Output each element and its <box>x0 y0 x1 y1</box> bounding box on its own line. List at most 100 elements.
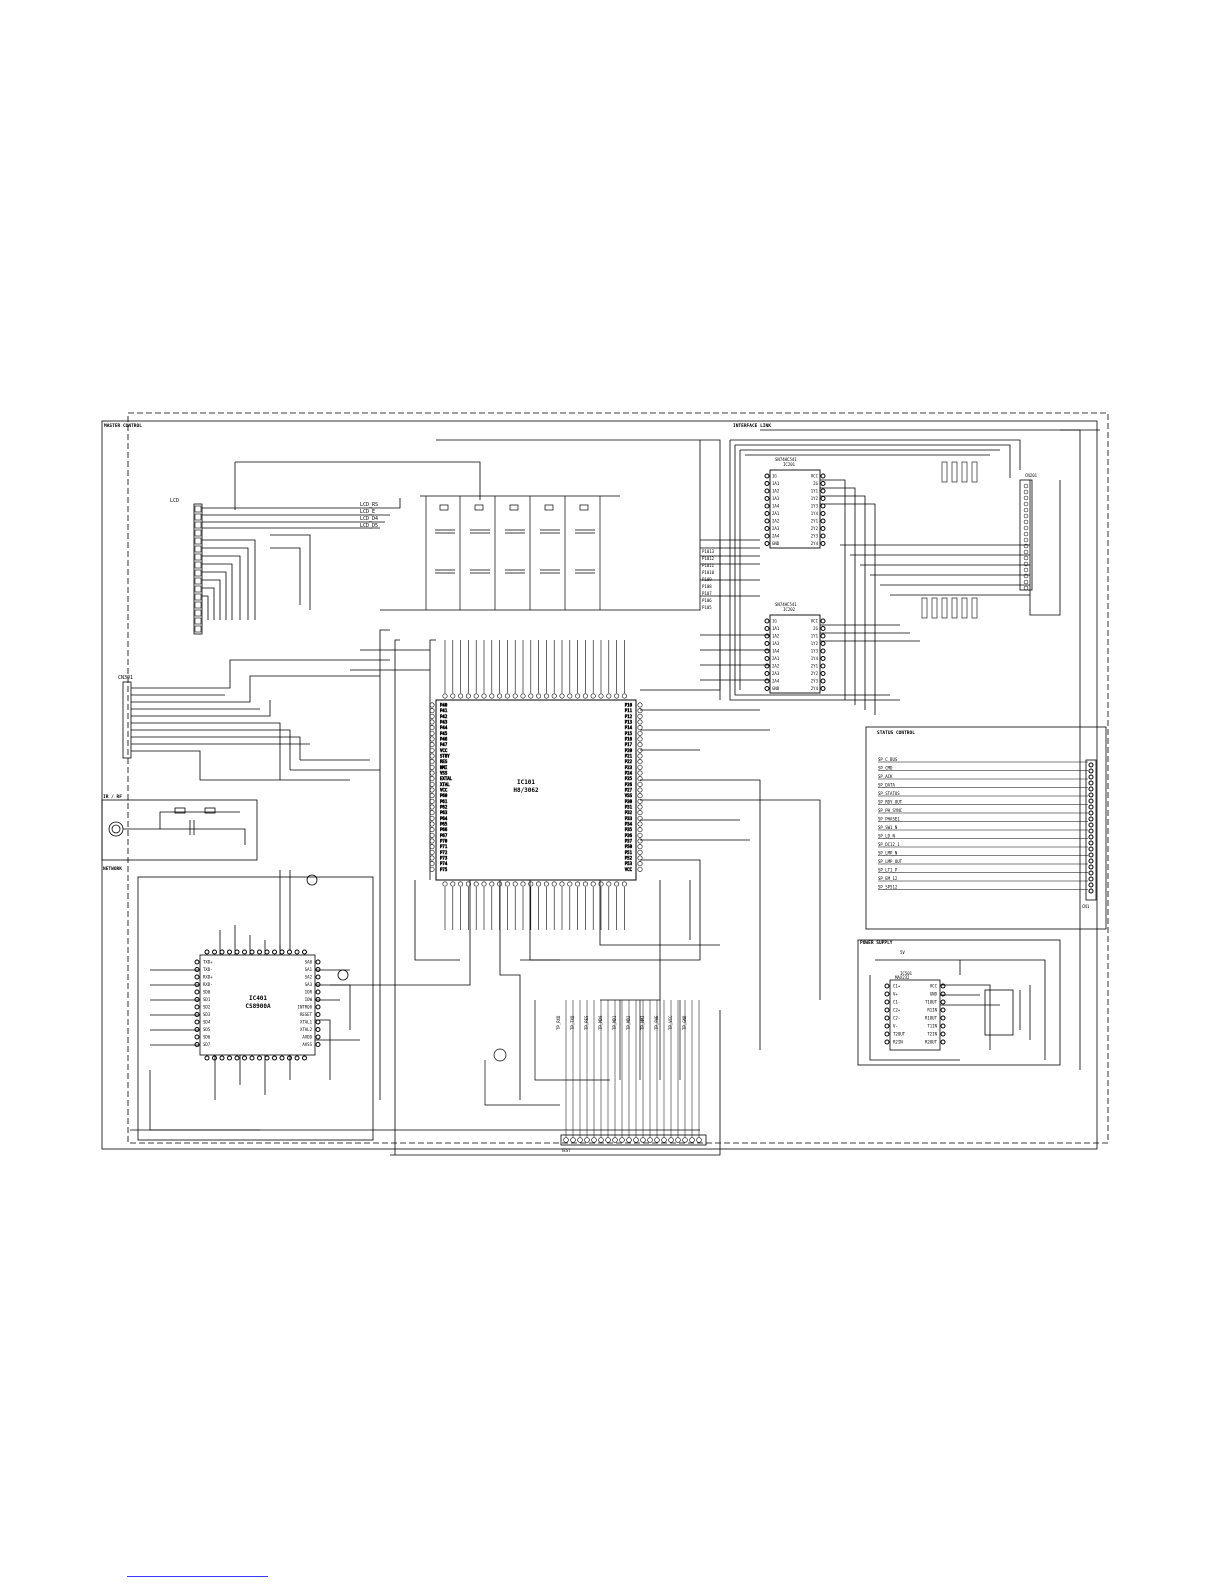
net-ic-pin <box>194 1027 200 1032</box>
mcu-pin-bottom <box>551 881 557 887</box>
cn1-pin <box>1088 786 1094 792</box>
reg-pin-label: C1- <box>893 1000 900 1005</box>
buffer-pin <box>764 678 770 684</box>
mcu-pin-label: P63 <box>440 810 448 815</box>
mcu-pin-label: P22 <box>625 759 633 764</box>
buffer-pin <box>764 618 770 624</box>
mcu-pin-top <box>614 693 620 699</box>
reg-pin-label: R1IN <box>927 1008 937 1013</box>
cn1-pin <box>1088 804 1094 810</box>
net-ic-pin <box>194 1042 200 1047</box>
mcu-pin-label: RES <box>440 759 448 764</box>
net-ic-pin-label: TXD+ <box>203 960 213 965</box>
mcu-pin-right <box>637 708 643 714</box>
cn1-pin <box>1088 846 1094 852</box>
net-ic-pin <box>315 982 321 987</box>
reg-pin-label: C2- <box>893 1016 900 1021</box>
status-net-label: SP_DC12_1 <box>878 842 900 847</box>
mcu-pin-right <box>637 742 643 748</box>
reg-pin <box>940 1023 946 1029</box>
mcu-pin-right <box>637 804 643 810</box>
section-master-control: MASTER CONTROL <box>104 423 142 429</box>
buffer-pin-label: 2A1 <box>772 511 780 516</box>
buffer-pin <box>764 648 770 654</box>
net-ic-pin-top <box>279 949 285 955</box>
svg-text:TEST: TEST <box>561 1148 571 1153</box>
network-block <box>137 870 374 1141</box>
mcu-pin-left <box>429 855 435 861</box>
reg-pin-label: T2IN <box>927 1032 937 1037</box>
test-pin <box>598 1137 604 1143</box>
mcu-pin-label: P40 <box>440 703 448 708</box>
net-ic-pin <box>315 1019 321 1025</box>
buffer-ic202: IC202 SN74HC541 1G1A11A21A31A42A12A22A32… <box>764 602 826 694</box>
power-regulator: IC501 MAX232 C1+V+C1-C2+C2-V-T2OUTR2INVC… <box>884 950 946 1045</box>
status-net-label: SP_RDY_OUT <box>878 800 903 805</box>
cn1-pin <box>1088 834 1094 840</box>
buffer-pin-label: 2A4 <box>772 679 780 684</box>
mcu-pin-left <box>429 832 435 838</box>
mcu-pin-label: VSS <box>625 793 633 798</box>
buffer-pin-label: 1Y1 <box>811 634 819 639</box>
net-ic-pin-label: XTAL2 <box>300 1027 313 1032</box>
buffer-pin-label: 1Y4 <box>811 511 819 516</box>
cn1-pin <box>1088 870 1094 876</box>
test-pin <box>584 1137 590 1143</box>
test-pin <box>696 1137 702 1143</box>
buffer-pin-label: 1A4 <box>772 504 780 509</box>
buffer-pin <box>820 633 826 639</box>
reg-pin <box>940 1015 946 1021</box>
mcu-pin-label: P74 <box>440 861 448 866</box>
buffer-pin-label: 1Y3 <box>811 649 819 654</box>
mcu-pin-bottom <box>481 881 487 887</box>
cn201-pin <box>1023 555 1029 561</box>
cn201-pin <box>1023 543 1029 549</box>
mcu-pin-left <box>429 781 435 787</box>
test-pin <box>605 1137 611 1143</box>
buffer-pin-label: 2Y2 <box>811 526 819 531</box>
mcu-pin-top <box>512 693 518 699</box>
svg-text:CS8900A: CS8900A <box>245 1003 271 1010</box>
mcu-pin-right <box>637 849 643 855</box>
mcu-pin-top <box>536 693 542 699</box>
lcd-pin <box>194 529 202 537</box>
mcu-pin-label: P51 <box>625 850 633 855</box>
net-ic-pin <box>315 974 321 980</box>
mcu-pin-label: VSS <box>440 771 448 776</box>
net-ic-pin <box>315 967 321 972</box>
mcu-pin-top <box>606 693 612 699</box>
mcu-pin-left <box>429 804 435 810</box>
buffer-pin <box>764 633 770 639</box>
buffer-pin <box>764 481 770 486</box>
mcu-pin-label: P25 <box>625 776 633 781</box>
interface-wiring <box>700 429 1100 1070</box>
svg-text:IC501: IC501 <box>900 971 913 976</box>
mcu-pin-label: P30 <box>625 799 633 804</box>
net-ic-pin-top <box>219 949 225 955</box>
test-net-label: TP_GND <box>682 1015 687 1030</box>
lcd-pin <box>194 569 202 577</box>
net-ic-pin-top <box>212 949 217 955</box>
mcu-pin-right <box>637 787 643 793</box>
status-lines: SP_C_BUSSP_CMDSP_ACKSP_DATASP_STATUSSP_R… <box>878 757 1094 894</box>
status-net-label: SP_LT1_P <box>878 868 898 873</box>
svg-text:P1012: P1012 <box>702 556 715 561</box>
mcu-pin-bottom <box>497 881 503 887</box>
status-net-label: SP_ACK <box>878 774 893 779</box>
test-pin <box>577 1137 583 1143</box>
mcu-pin-right <box>637 810 643 816</box>
net-ic-pin-bottom <box>279 1055 285 1061</box>
mcu-pin-bottom <box>528 881 534 887</box>
test-wiring <box>484 1000 681 1106</box>
test-net-label: TP_TXD <box>570 1015 575 1030</box>
cn201-pin <box>1023 519 1029 525</box>
reg-pin <box>884 991 890 997</box>
main-mcu-ref: IC101 <box>517 779 535 786</box>
lcd-connector: LCD <box>170 498 203 635</box>
lcd-pin <box>194 577 202 585</box>
reg-pin-label: R1OUT <box>925 1016 938 1021</box>
footer-link[interactable] <box>127 1576 268 1577</box>
section-status-control: STATUS CONTROL <box>877 730 915 736</box>
